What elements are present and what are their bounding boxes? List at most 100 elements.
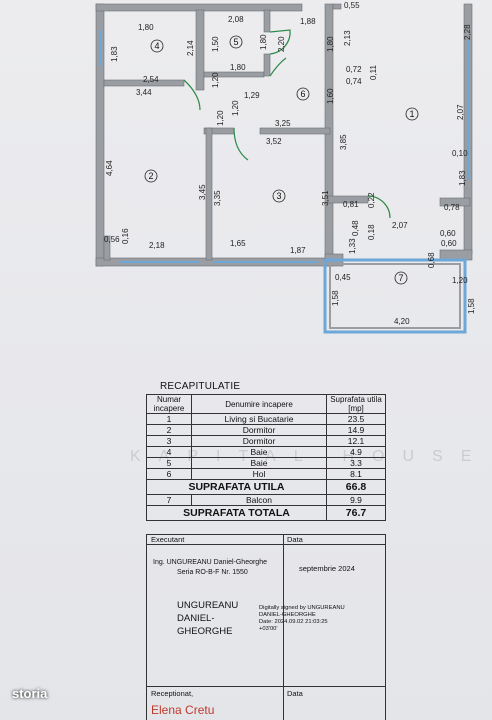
room-number: 4 — [155, 41, 160, 51]
cell: 5 — [146, 457, 192, 469]
dim-label: 0,48 — [351, 220, 360, 236]
dim-label: 0,55 — [344, 1, 360, 10]
signer-name-3: GHEORGHE — [177, 626, 233, 637]
dim-label: 0,68 — [427, 252, 436, 268]
cell: Baie — [191, 457, 327, 469]
room-number: 6 — [301, 89, 306, 99]
dim-label: 0,56 — [104, 235, 120, 244]
cell: Balcon — [191, 494, 327, 506]
room-number: 2 — [149, 171, 154, 181]
room-number: 7 — [399, 273, 404, 283]
dim-label: 0,16 — [121, 228, 130, 244]
dim-label: 0,60 — [440, 229, 456, 238]
total-value: 76.7 — [326, 505, 386, 521]
dim-label: 1,88 — [300, 17, 316, 26]
digital-sign-2: DANIEL-GHEORGHE — [259, 612, 316, 618]
dim-label: 2,07 — [392, 221, 408, 230]
cell: 6 — [146, 468, 192, 480]
cell: 8.1 — [326, 468, 386, 480]
total-label: SUPRAFATA TOTALA — [146, 505, 327, 521]
cell: 3.3 — [326, 457, 386, 469]
col-header: Denumire incapere — [191, 394, 327, 414]
dim-label: 2,08 — [228, 15, 244, 24]
dim-label: 2,07 — [456, 104, 465, 120]
dim-label: 2,13 — [343, 30, 352, 46]
cell: Dormitor — [191, 435, 327, 447]
dim-label: 1,50 — [211, 36, 220, 52]
dim-label: 1,80 — [230, 63, 246, 72]
cell: 4 — [146, 446, 192, 458]
dim-label: 0,81 — [343, 200, 359, 209]
dim-label: 2,14 — [186, 40, 195, 56]
cell: 7 — [146, 494, 192, 506]
data-label: Data — [287, 535, 303, 544]
room-number: 5 — [234, 37, 239, 47]
dim-label: 4,20 — [394, 317, 410, 326]
dim-label: 1,20 — [231, 100, 240, 116]
dim-label: 2,20 — [277, 36, 286, 52]
cell: 4.9 — [326, 446, 386, 458]
digital-sign-3: Date: 2024.09.02 21:03:25 — [259, 619, 328, 625]
dim-label: 1,33 — [348, 238, 357, 254]
digital-sign-1: Digitally signed by UNGUREANU — [259, 605, 345, 611]
dim-label: 3,85 — [339, 134, 348, 150]
dim-label: 1,20 — [216, 110, 225, 126]
cell: 9.9 — [326, 494, 386, 506]
dim-label: 0,11 — [369, 64, 378, 80]
dim-label: 3,45 — [198, 184, 207, 200]
dim-label: 0,10 — [452, 149, 468, 158]
recap-table: Numar incapere Denumire incapere Suprafa… — [146, 394, 386, 521]
room-number: 3 — [277, 191, 282, 201]
signer-name-1: UNGUREANU — [177, 600, 239, 611]
signer-name-2: DANIEL- — [177, 613, 215, 624]
cell: Dormitor — [191, 424, 327, 436]
receptionat-name: Elena Cretu — [151, 703, 215, 717]
floor-plan: 1,80 2,08 1,88 0,55 2,28 1,83 2,14 1,50 … — [95, 1, 476, 334]
col-header: Suprafata utila [mp] — [326, 394, 386, 414]
cell: 1 — [146, 413, 192, 425]
dim-label: 0,18 — [367, 224, 376, 240]
storia-logo: storia — [12, 686, 48, 701]
cell: 23.5 — [326, 413, 386, 425]
dim-label: 0,22 — [367, 192, 376, 208]
dim-label: 1,29 — [244, 91, 260, 100]
cell: 3 — [146, 435, 192, 447]
room-number: 1 — [410, 109, 415, 119]
data-label-2: Data — [287, 689, 303, 698]
dim-label: 3,44 — [136, 88, 152, 97]
executant-label: Executant — [151, 535, 185, 544]
cell: 12.1 — [326, 435, 386, 447]
dim-label: 1,60 — [326, 88, 335, 104]
dim-label: 3,35 — [213, 190, 222, 206]
dim-label: 0,74 — [346, 77, 362, 86]
dim-label: 1,80 — [259, 34, 268, 50]
cell: 2 — [146, 424, 192, 436]
cell: Hol — [191, 468, 327, 480]
dim-label: 1,80 — [326, 36, 335, 52]
dim-label: 4,64 — [105, 160, 114, 176]
cell: Living si Bucatarie — [191, 413, 327, 425]
signature-block: Executant Data Ing. UNGUREANU Daniel-Ghe… — [146, 534, 386, 720]
dim-label: 2,18 — [149, 241, 165, 250]
dim-label: 1,65 — [230, 239, 246, 248]
dim-label: 0,78 — [444, 203, 460, 212]
dim-label: 2,28 — [463, 24, 472, 40]
cell: Baie — [191, 446, 327, 458]
util-value: 66.8 — [326, 479, 386, 495]
dim-label: 1,80 — [138, 23, 154, 32]
dim-label: 2,54 — [143, 75, 159, 84]
engineer-series: Seria RO-B-F Nr. 1550 — [177, 569, 248, 576]
recap-title: RECAPITULATIE — [160, 381, 241, 392]
dim-label: 1,83 — [458, 170, 467, 186]
dim-label: 0,72 — [346, 65, 362, 74]
receptionat-label: Receptionat, — [151, 689, 194, 698]
